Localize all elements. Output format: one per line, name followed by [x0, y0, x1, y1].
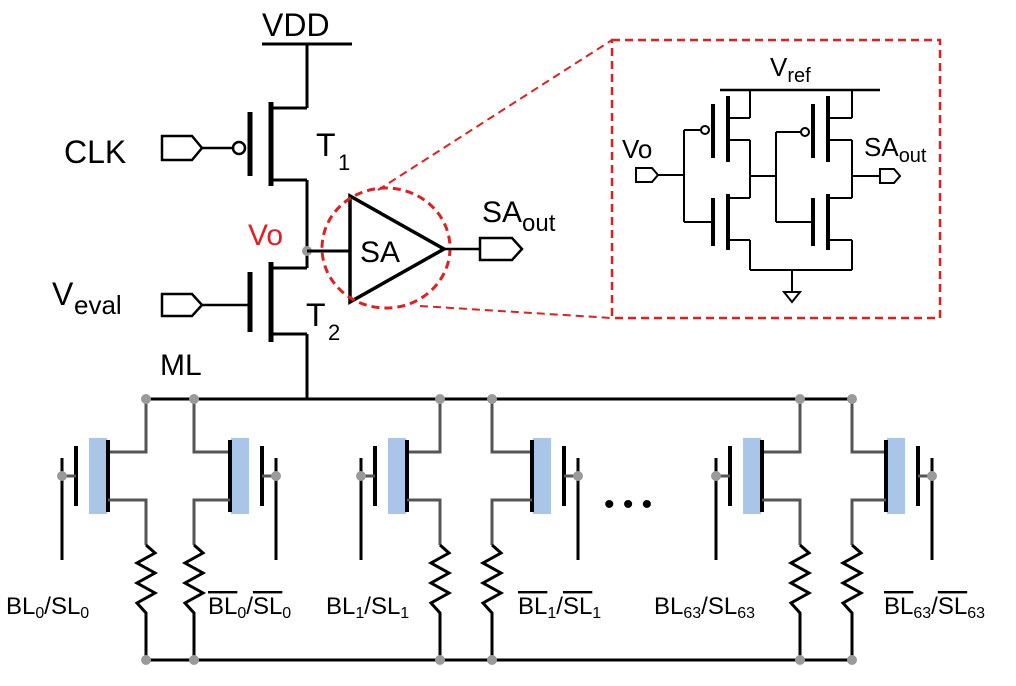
sense-amp-triangle	[348, 193, 448, 305]
fefet-cell-0	[57, 394, 159, 665]
t2-nmos-transistor	[247, 262, 309, 342]
clk-label: CLK	[64, 134, 126, 170]
resistor	[427, 543, 453, 660]
sa-out-sub: out	[522, 210, 556, 237]
resistor	[133, 543, 159, 660]
bl-sl-labels: BL0/SL0 BL0/SL0 BL1/SL1 BL1/SL1 BL63/SL63 BL6…	[6, 593, 985, 622]
bl-sl-label-2: BL1/SL1	[326, 593, 409, 622]
vdd-label: VDD	[262, 7, 330, 43]
clk-input-pin	[160, 134, 204, 162]
vref-sub: ref	[787, 65, 811, 87]
fefet-ferroelectric	[89, 438, 107, 514]
resistor	[479, 543, 505, 660]
t2-main: T	[306, 297, 326, 333]
veval-input-pin	[160, 292, 204, 318]
inset-vo-label: Vo	[622, 134, 652, 164]
resistor	[839, 543, 865, 660]
inset-sa-out-main: SA	[864, 132, 899, 162]
inset-sa-out-label: SAout	[864, 132, 927, 167]
fefet-ferroelectric	[743, 438, 761, 514]
resistor	[181, 543, 207, 660]
vref-label: Vref	[770, 52, 811, 87]
veval-main: V	[52, 276, 74, 312]
bl-sl-label-3: BL1/SL1	[518, 593, 601, 622]
ellipsis: • • •	[604, 488, 652, 521]
zoom-line-top	[377, 39, 613, 191]
ml-label: ML	[160, 349, 202, 382]
sa-label: SA	[360, 236, 400, 269]
bl-sl-label-4: BL63/SL63	[654, 593, 755, 622]
vo-label: Vo	[248, 219, 283, 252]
veval-sub: eval	[74, 290, 122, 320]
t2-sub: 2	[328, 320, 340, 345]
sa-detail-circuit	[635, 88, 902, 304]
fefet-cell-5	[839, 394, 937, 665]
fefet-cell-4	[711, 394, 813, 665]
sa-output-pin	[478, 236, 524, 262]
t1-sub: 1	[338, 150, 350, 175]
fefet-cell-2	[356, 394, 453, 665]
vref-main: V	[770, 52, 788, 82]
resistor	[787, 543, 813, 660]
t1-main: T	[316, 127, 336, 163]
sa-out-label: SAout	[482, 196, 556, 237]
bl-sl-label-0: BL0/SL0	[6, 593, 89, 622]
fefet-cell-1	[181, 394, 281, 665]
fefet-ferroelectric	[231, 438, 249, 514]
sa-out-main: SA	[482, 196, 522, 229]
fefet-ferroelectric	[388, 438, 406, 514]
fefet-cell-3	[479, 394, 583, 665]
fefet-cell-array	[57, 394, 937, 665]
bl-sl-label-1: BL0/SL0	[208, 593, 291, 622]
inset-sa-out-sub: out	[899, 145, 927, 167]
fefet-ferroelectric	[887, 438, 905, 514]
zoom-line-bottom	[419, 305, 613, 319]
bl-sl-label-5: BL63/SL63	[884, 593, 985, 622]
veval-label: Veval	[52, 276, 122, 320]
t1-pmos-transistor	[231, 102, 307, 186]
fefet-ferroelectric	[533, 438, 551, 514]
